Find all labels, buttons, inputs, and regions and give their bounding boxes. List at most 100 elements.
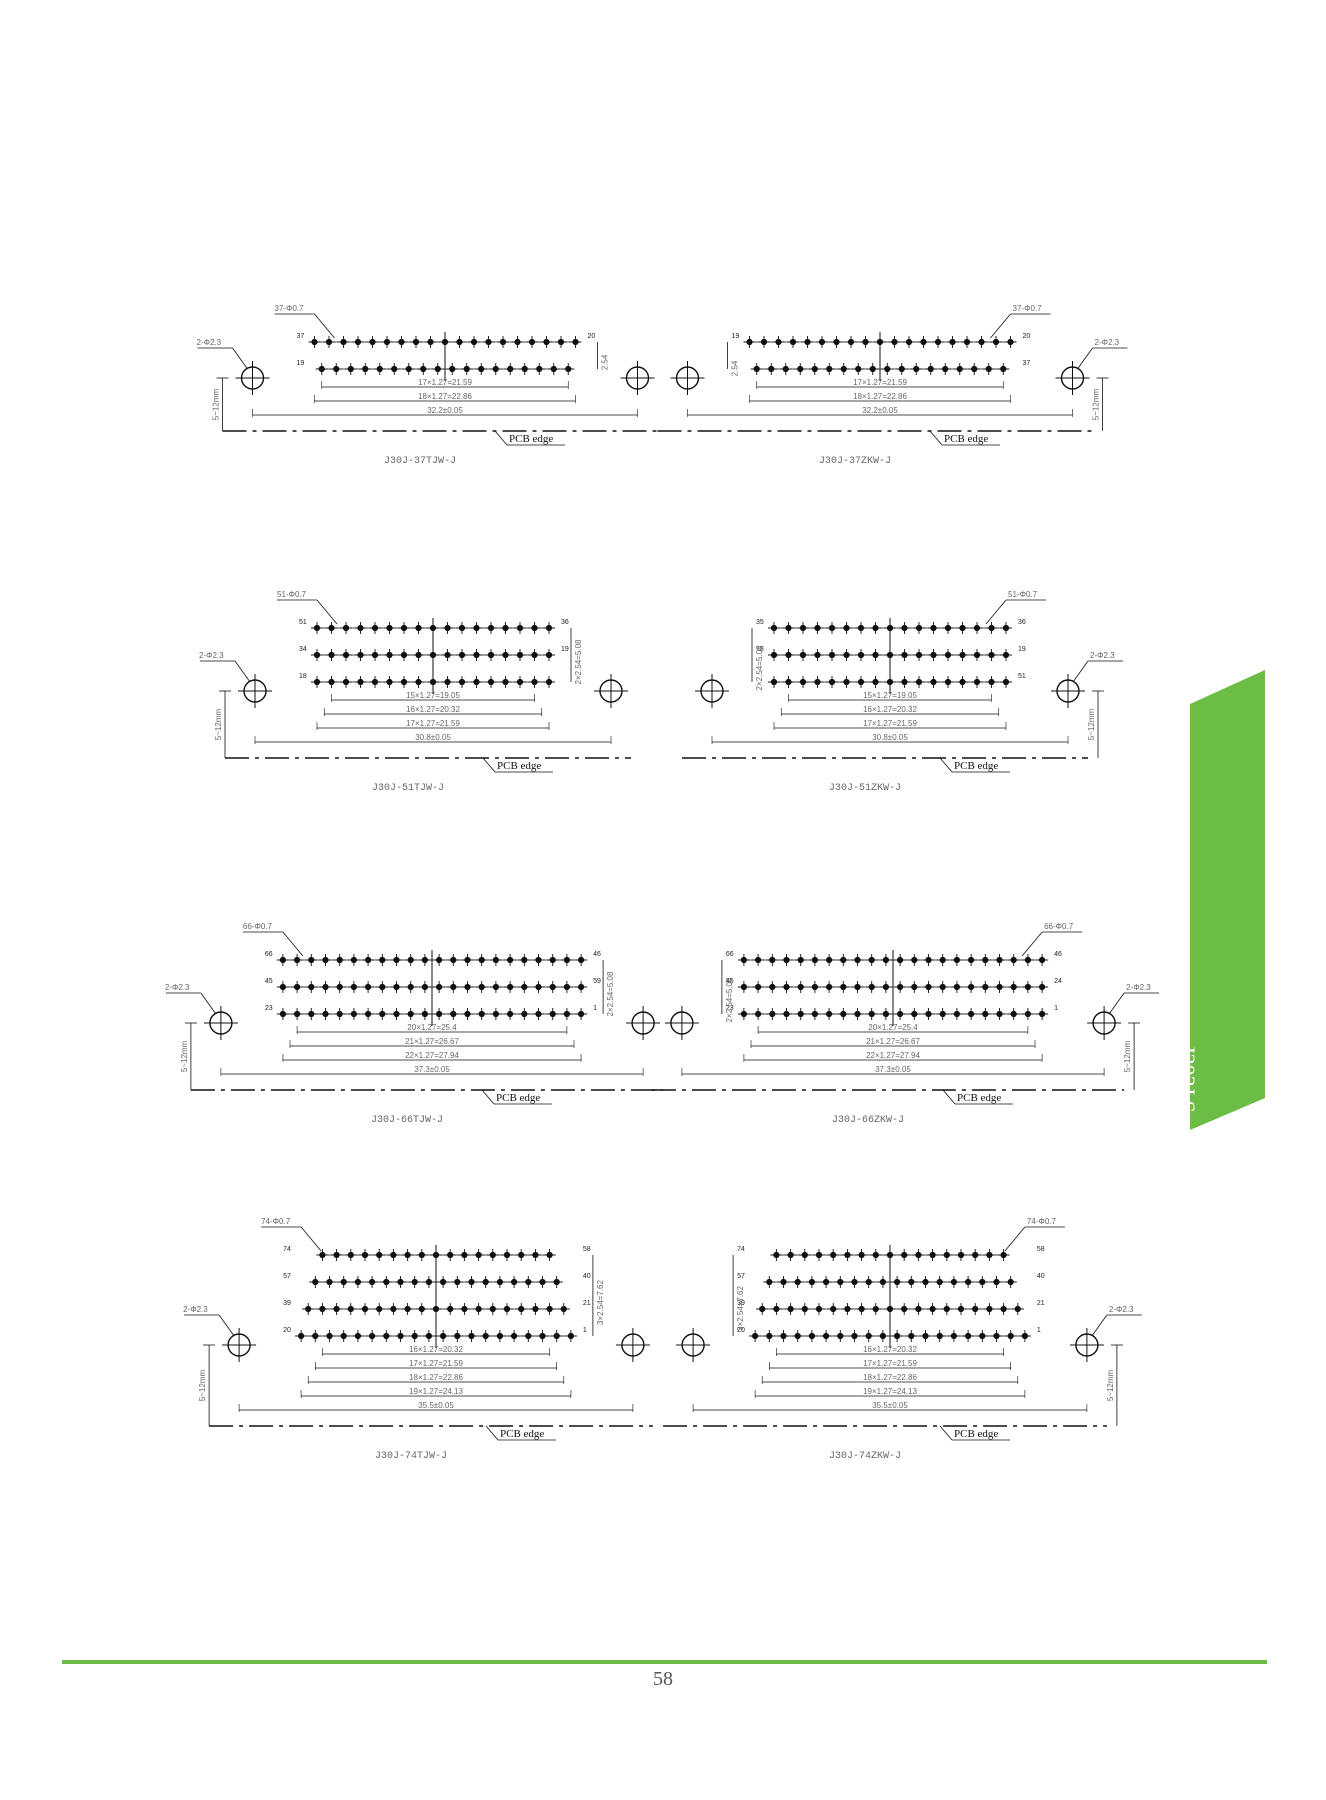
pin-number-label: 58 xyxy=(583,1246,591,1253)
pin-number-label: 74 xyxy=(737,1246,745,1253)
pin-hole-callout: 74-Φ0.7 xyxy=(1027,1217,1057,1226)
pin-number-label: 39 xyxy=(283,1300,291,1307)
pcb-edge-label: PCB edge xyxy=(509,433,553,445)
pcb-edge-label: PCB edge xyxy=(957,1092,1001,1104)
drawing-caption: J30J-66TJW-J xyxy=(371,1115,443,1126)
drawing-caption: J30J-37TJW-J xyxy=(384,456,456,467)
height-dimension: 5~12mm xyxy=(1087,708,1096,740)
hole-callout-leader xyxy=(1072,660,1089,683)
pin-hole-callout: 66-Φ0.7 xyxy=(1044,922,1074,931)
dimension-label: 17×1.27=21.59 xyxy=(418,378,472,387)
row-pitch-dimension: 2×2.54=5.08 xyxy=(574,639,583,684)
hole-callout-leader xyxy=(1077,347,1093,370)
pin-number-label: 23 xyxy=(726,1005,734,1012)
dimension-label: 16×1.27=20.32 xyxy=(406,705,460,714)
footer-rule xyxy=(62,1660,1267,1664)
height-dimension: 5~12mm xyxy=(214,708,223,740)
pin-hole-callout: 37-Φ0.7 xyxy=(275,304,305,313)
side-tab-title: J303J Series Miniature Rectangular Elect… xyxy=(1150,1045,1200,1358)
height-dimension: 5~12mm xyxy=(198,1369,207,1401)
dimension-label: 16×1.27=20.32 xyxy=(863,705,917,714)
pin-number-label: 51 xyxy=(299,619,307,626)
pcb-callout-leader xyxy=(939,1425,953,1441)
hole-callout-leader xyxy=(1108,992,1125,1015)
hole-callout: 2-Φ2.3 xyxy=(1090,651,1115,660)
hole-callout: 2-Φ2.3 xyxy=(1126,983,1151,992)
dimension-label: 15×1.27=19.05 xyxy=(863,691,917,700)
pin-number-label: 18 xyxy=(299,673,307,680)
row-pitch-dimension: 2.54 xyxy=(601,354,610,370)
pin-number-label: 58 xyxy=(1037,1246,1045,1253)
dimension-label: 20×1.27=25.4 xyxy=(407,1023,457,1032)
callout-leader xyxy=(282,931,304,957)
pcb-edge-label: PCB edge xyxy=(496,1092,540,1104)
pin-hole-callout: 37-Φ0.7 xyxy=(1013,304,1043,313)
callout-leader xyxy=(985,599,1007,625)
pin-number-label: 37 xyxy=(1023,360,1031,367)
pin-number-label: 1 xyxy=(583,1327,587,1334)
dimension-label: 32.2±0.05 xyxy=(862,406,898,415)
dimension-label: 17×1.27=21.59 xyxy=(863,719,917,728)
hole-callout-leader xyxy=(218,1314,235,1337)
pin-number-label: 40 xyxy=(583,1273,591,1280)
side-tab xyxy=(1190,670,1265,1130)
pin-number-label: 19 xyxy=(732,333,740,340)
callout-leader xyxy=(300,1226,322,1252)
drawing-caption: J30J-74ZKW-J xyxy=(829,1451,901,1462)
hole-callout-leader xyxy=(232,347,248,370)
dimension-label: 18×1.27=22.86 xyxy=(853,392,907,401)
dimension-label: 21×1.27=26.67 xyxy=(866,1037,920,1046)
hole-callout: 2-Φ2.3 xyxy=(197,338,222,347)
pin-number-label: 51 xyxy=(1018,673,1026,680)
pin-number-label: 45 xyxy=(265,978,273,985)
pcb-edge-label: PCB edge xyxy=(500,1428,544,1440)
pin-number-label: 1 xyxy=(1054,1005,1058,1012)
pin-number-label: 19 xyxy=(1018,646,1026,653)
dimension-label: 17×1.27=21.59 xyxy=(853,378,907,387)
dimension-label: 37.3±0.05 xyxy=(875,1065,911,1074)
dimension-label: 22×1.27=27.94 xyxy=(866,1051,920,1060)
callout-leader xyxy=(990,313,1011,339)
pin-number-label: 19 xyxy=(297,360,305,367)
dimension-label: 22×1.27=27.94 xyxy=(405,1051,459,1060)
dimension-label: 17×1.27=21.59 xyxy=(863,1359,917,1368)
hole-callout-leader xyxy=(1091,1314,1108,1337)
pin-number-label: 20 xyxy=(737,1327,745,1334)
height-dimension: 5~12mm xyxy=(1106,1369,1115,1401)
pin-number-label: 59 xyxy=(593,978,601,985)
dimension-label: 19×1.27=24.13 xyxy=(409,1387,463,1396)
hole-callout: 2-Φ2.3 xyxy=(183,1305,208,1314)
row-pitch-dimension: 2×2.54=5.08 xyxy=(606,971,615,1016)
pin-number-label: 36 xyxy=(561,619,569,626)
dimension-label: 35.5±0.05 xyxy=(872,1401,908,1410)
callout-leader xyxy=(314,313,335,339)
hole-callout: 2-Φ2.3 xyxy=(1109,1305,1134,1314)
connector-drawing: 58402117457392074-Φ0.72-Φ2.33×2.54=7.621… xyxy=(663,1217,1142,1462)
pcb-edge-label: PCB edge xyxy=(944,433,988,445)
dimension-label: 30.8±0.05 xyxy=(415,733,451,742)
drawing-caption: J30J-66ZKW-J xyxy=(832,1115,904,1126)
pin-hole-callout: 74-Φ0.7 xyxy=(261,1217,291,1226)
pin-number-label: 21 xyxy=(583,1300,591,1307)
dimension-label: 19×1.27=24.13 xyxy=(863,1387,917,1396)
connector-drawing: 4624166452366-Φ0.72-Φ2.32×2.54=5.0820×1.… xyxy=(651,922,1160,1126)
pin-number-label: 46 xyxy=(1054,951,1062,958)
row-pitch-dimension: 3×2.54=7.62 xyxy=(596,1279,605,1324)
connector-drawing: 20371937-Φ0.72-Φ2.32.5417×1.27=21.5918×1… xyxy=(657,304,1128,467)
pin-number-label: 45 xyxy=(726,978,734,985)
callout-leader xyxy=(316,599,338,625)
pin-number-label: 20 xyxy=(1023,333,1031,340)
dimension-label: 37.3±0.05 xyxy=(414,1065,450,1074)
height-dimension: 5~12mm xyxy=(1123,1040,1132,1072)
drawing-caption: J30J-37ZKW-J xyxy=(819,456,891,467)
dimension-label: 18×1.27=22.86 xyxy=(418,392,472,401)
row-pitch-dimension: 2×2.54=5.08 xyxy=(725,977,734,1022)
row-pitch-dimension: 3×2.54=7.62 xyxy=(736,1285,745,1330)
dimension-label: 17×1.27=21.59 xyxy=(406,719,460,728)
side-tab-title-line2: Electrical Connectors xyxy=(1150,1045,1175,1235)
pin-number-label: 21 xyxy=(1037,1300,1045,1307)
pcb-callout-leader xyxy=(485,1425,499,1441)
pin-number-label: 36 xyxy=(1018,619,1026,626)
pin-number-label: 57 xyxy=(737,1273,745,1280)
